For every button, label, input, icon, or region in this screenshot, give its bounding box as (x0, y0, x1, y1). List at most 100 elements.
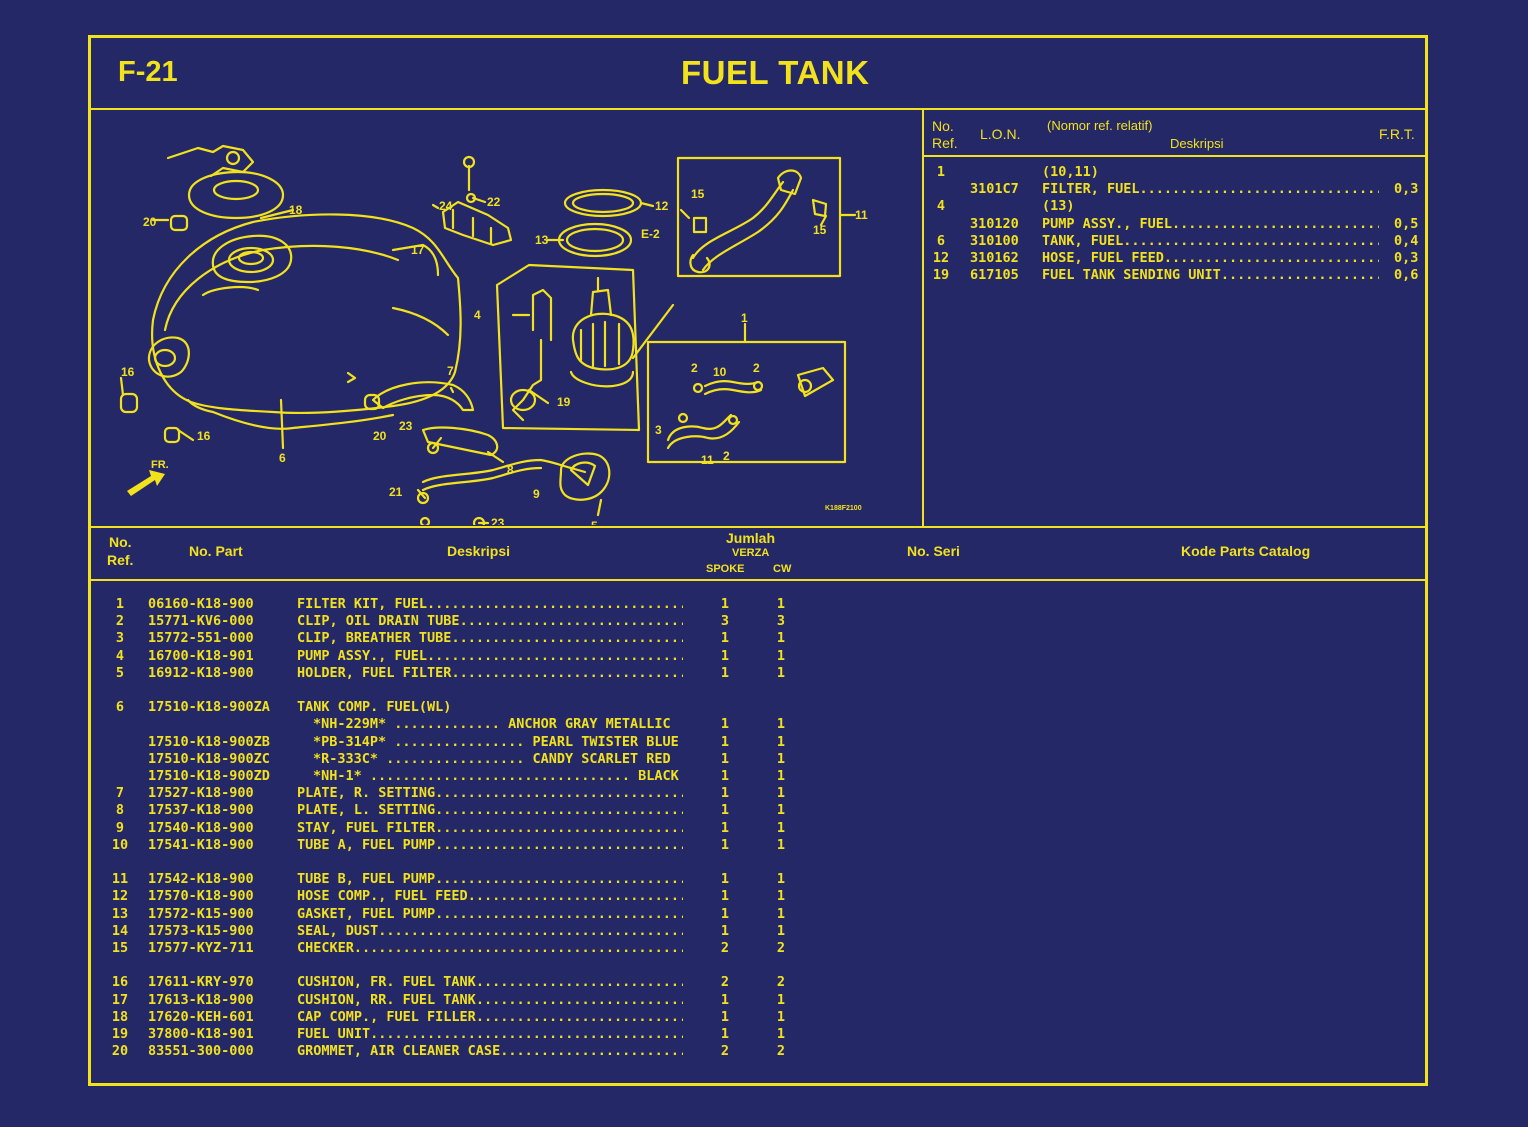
callout-21: 21 (389, 485, 403, 499)
parts-row-desc: GROMMET, AIR CLEANER CASE (297, 1043, 683, 1060)
callout-4: 4 (474, 308, 481, 322)
parts-row-part-number: 17572-K15-900 (148, 905, 254, 922)
callout-22: 22 (487, 195, 501, 209)
callout-23: 23 (391, 523, 405, 525)
parts-row-qty-cw: 1 (776, 716, 786, 733)
parts-row-ref: 8 (115, 802, 125, 819)
parts-row-desc-text: GROMMET, AIR CLEANER CASE (297, 1043, 501, 1060)
parts-row-desc-text: TUBE B, FUEL PUMP (297, 871, 436, 888)
parts-row-desc: TUBE B, FUEL PUMP (297, 871, 683, 888)
callout-fr: FR. (151, 459, 169, 471)
side-row-desc: HOSE, FUEL FEED (1042, 250, 1379, 267)
parts-row-desc-text: TUBE A, FUEL PUMP (297, 836, 436, 853)
parts-row-desc: SEAL, DUST (297, 923, 683, 940)
parts-header-cw: CW (773, 563, 792, 575)
side-row-frt: 0,3 (1394, 181, 1419, 198)
callout-20: 20 (373, 429, 387, 443)
dot-leader (378, 923, 683, 940)
dot-leader (435, 871, 683, 888)
callout-1: 1 (741, 311, 748, 325)
parts-row-ref: 20 (111, 1043, 129, 1060)
catalog-page-frame: F-21 FUEL TANK No. Ref. L.O.N. (Nomor re… (88, 35, 1428, 1086)
callout-e2: E-2 (641, 227, 660, 241)
parts-header-deskripsi: Deskripsi (447, 543, 511, 559)
side-table-header-rule (922, 155, 1425, 157)
parts-row-ref: 3 (115, 630, 125, 647)
parts-row-ref: 1 (115, 596, 125, 612)
parts-header-no-part: No. Part (189, 543, 243, 559)
callout-5: 5 (591, 519, 598, 525)
parts-row-qty-cw: 1 (776, 802, 786, 819)
parts-row-part-number: 17510-K18-900ZC (148, 750, 270, 767)
dot-leader (435, 906, 683, 923)
parts-row-part-number: 15772-551-000 (148, 630, 254, 647)
parts-row-qty-cw: 1 (776, 922, 786, 939)
parts-header-no-seri: No. Seri (907, 543, 960, 559)
callout-18: 18 (289, 203, 303, 217)
parts-header-no: No. (109, 534, 132, 550)
fuel-cap (187, 170, 285, 220)
parts-row-part-number: 83551-300-000 (148, 1043, 254, 1060)
parts-row-ref: 17 (111, 991, 129, 1008)
side-header-lon: L.O.N. (980, 126, 1021, 142)
callout-15: 15 (691, 187, 705, 201)
parts-table-row: *NH-229M* ............. ANCHOR GRAY META… (91, 716, 811, 733)
parts-row-qty-cw: 2 (776, 974, 786, 991)
parts-row-qty-cw: 1 (776, 888, 786, 905)
callout-3: 3 (655, 423, 662, 437)
fuel-feed-hose-box (676, 156, 842, 278)
dot-leader (435, 802, 683, 819)
parts-row-qty-spoke: 1 (720, 664, 730, 681)
fuel-tank-body (151, 213, 462, 414)
parts-row-desc: TANK COMP. FUEL(WL) (297, 699, 452, 716)
parts-row-part-number: 06160-K18-900 (148, 596, 254, 612)
parts-row-desc-text: SEAL, DUST (297, 922, 379, 939)
parts-row-desc: CHECKER (297, 940, 683, 957)
fuel-cap-key (166, 144, 255, 178)
parts-row-qty-cw: 2 (776, 1043, 786, 1060)
side-header-nomor-ref: (Nomor ref. relatif) (1047, 118, 1153, 133)
callout-2: 2 (691, 361, 698, 375)
callout-23: 23 (399, 419, 413, 433)
fuel-tank-exploded-diagram: 18 20 16 16 6 24 22 17 12 13 E-2 15 15 1… (119, 144, 868, 525)
parts-row-desc: CUSHION, RR. FUEL TANK (297, 992, 683, 1009)
callout-16: 16 (121, 365, 135, 379)
parts-row-part-number: 17540-K18-900 (148, 819, 254, 836)
parts-row-qty-spoke: 1 (720, 785, 730, 802)
parts-row-qty-cw: 1 (776, 991, 786, 1008)
page-title: FUEL TANK (681, 54, 870, 91)
parts-row-ref: 4 (115, 647, 125, 664)
side-row-desc-text: PUMP ASSY., FUEL (1042, 215, 1173, 232)
side-row-lon: 3101C7 (970, 181, 1019, 198)
side-row-lon: 617105 (970, 267, 1019, 284)
parts-header-verza: VERZA (732, 547, 770, 559)
side-header-ref: Ref. (932, 135, 958, 151)
side-row-lon: 310162 (970, 250, 1019, 266)
side-row-desc: (10,11) (1042, 164, 1379, 181)
parts-row-part-number: 17541-K18-900 (148, 836, 254, 853)
parts-row-qty-cw: 1 (776, 750, 786, 767)
fuel-pump-box (495, 263, 641, 432)
parts-row-ref: 2 (115, 613, 125, 630)
parts-row-desc: *R-333C* ................. CANDY SCARLET… (313, 750, 671, 767)
parts-row-qty-spoke: 1 (720, 1008, 730, 1025)
parts-row-part-number: 17613-K18-900 (148, 991, 254, 1008)
side-row-ref: 6 (936, 232, 946, 249)
parts-row-qty-cw: 1 (776, 905, 786, 922)
callout-2: 2 (753, 361, 760, 375)
dot-leader (476, 992, 683, 1009)
parts-row-part-number: 17542-K18-900 (148, 871, 254, 888)
callout-11: 11 (701, 453, 714, 467)
callout-17: 17 (411, 243, 425, 257)
callout-20: 20 (143, 215, 157, 229)
diagram-divider (922, 108, 924, 526)
